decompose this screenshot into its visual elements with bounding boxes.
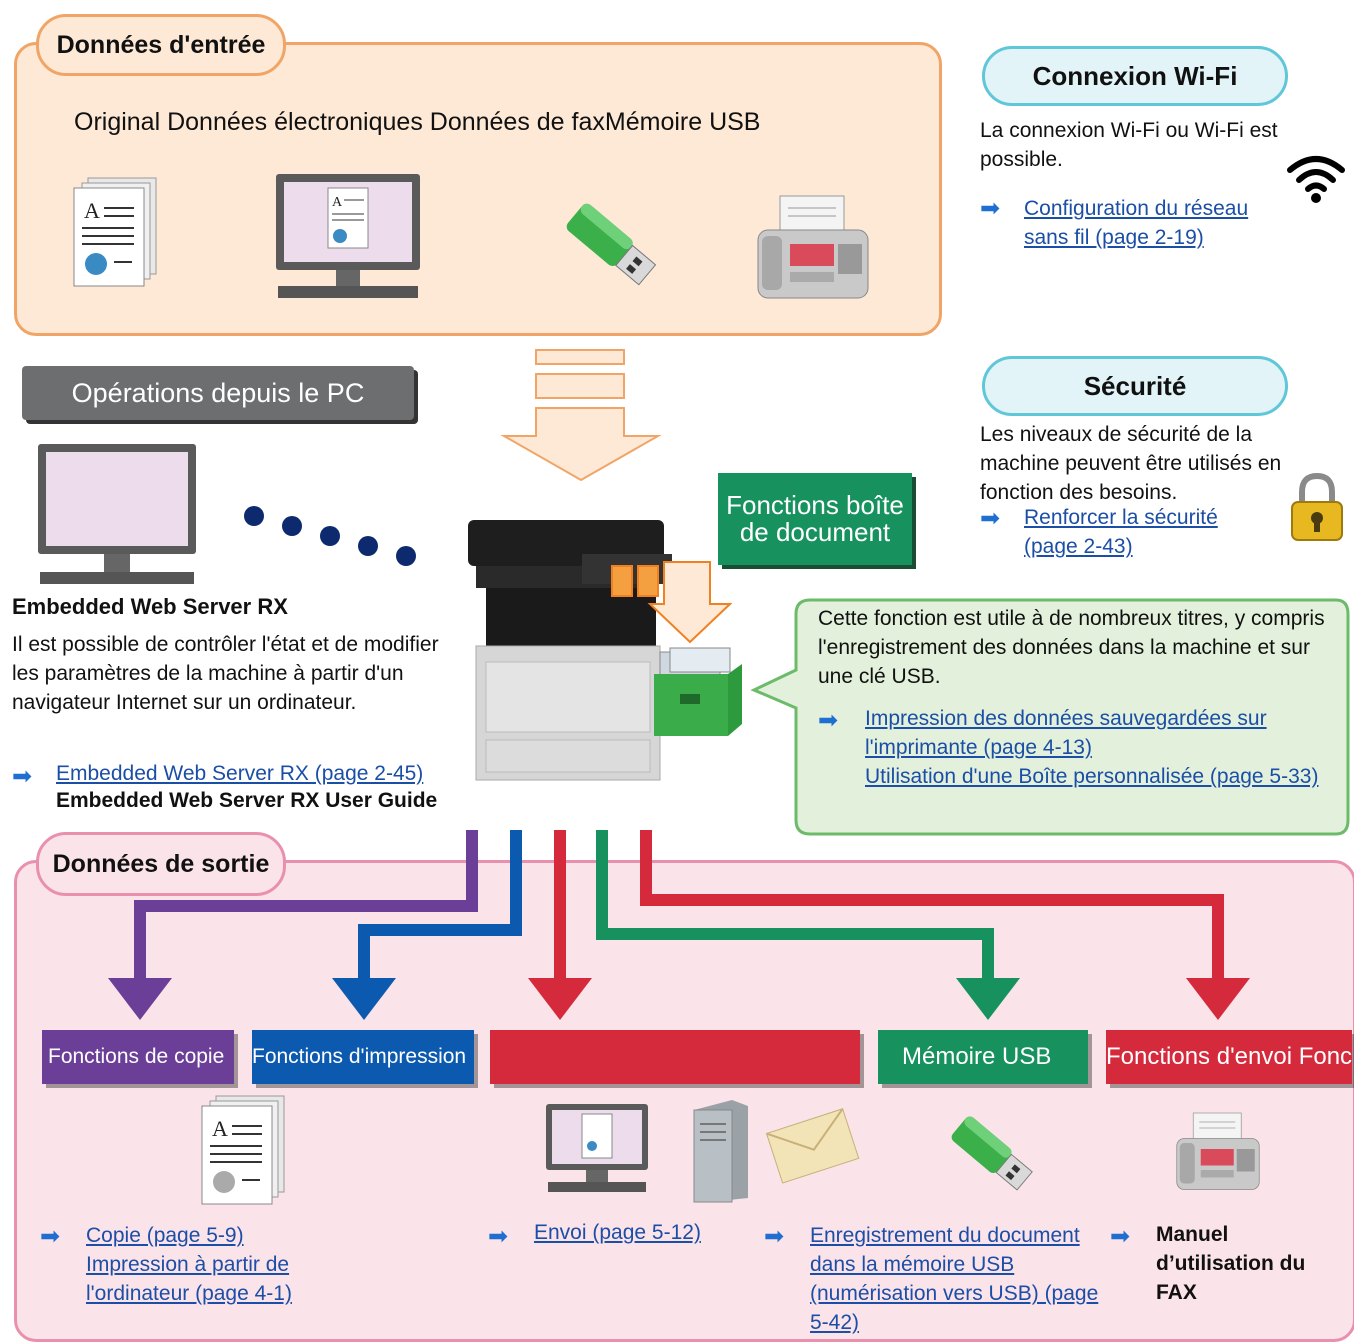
fax-machine-icon — [757, 195, 869, 299]
scan-to-usb-link[interactable]: Enregistrement du document dans la mémoi… — [810, 1224, 1099, 1334]
arrow-right-icon: ➡ — [1110, 1223, 1131, 1250]
mfp-printer-icon — [468, 520, 672, 781]
arrow-right-icon: ➡ — [764, 1223, 785, 1250]
output-fax-machine-icon — [1176, 1112, 1260, 1190]
box-description: Cette fonction est utile à de nombreux t… — [818, 607, 1325, 688]
box-links: Impression des données sauvegardées sur … — [865, 704, 1335, 791]
input-data-labels: Original Données électroniques Données d… — [74, 108, 761, 136]
saved-data-print-link[interactable]: Impression des données sauvegardées sur … — [865, 707, 1267, 759]
ews-user-guide: Embedded Web Server RX User Guide — [56, 789, 438, 812]
arrow-right-icon: ➡ — [488, 1223, 509, 1250]
arrow-right-icon: ➡ — [980, 195, 1001, 222]
envelope-icon — [765, 1108, 860, 1184]
security-title: Sécurité — [982, 356, 1288, 416]
print-from-pc-link[interactable]: Impression à partir de l'ordinateur (pag… — [86, 1253, 292, 1305]
copy-print-links: Copie (page 5-9) Impression à partir de … — [86, 1221, 356, 1308]
send-link[interactable]: Envoi (page 5-12) — [534, 1221, 701, 1244]
output-data-title: Données de sortie — [36, 832, 286, 896]
arrow-right-icon: ➡ — [980, 505, 1001, 532]
output-usb-stick-icon — [951, 1116, 1033, 1191]
pc-operations-banner: Opérations depuis le PC — [22, 366, 414, 420]
document-box-label: Fonctions boîte de document — [718, 473, 912, 565]
print-functions-bar: Fonctions d'impression — [252, 1030, 474, 1084]
wifi-title: Connexion Wi-Fi — [982, 46, 1288, 106]
ews-link[interactable]: Embedded Web Server RX (page 2-45) — [56, 762, 424, 785]
fax-manual-label: Manuel d’utilisation du FAX — [1156, 1223, 1306, 1304]
padlock-icon — [1291, 472, 1343, 541]
svg-text:A: A — [332, 195, 343, 210]
input-flow-arrow — [500, 349, 662, 482]
ews-description: Il est possible de contrôler l'état et d… — [12, 633, 439, 714]
security-description: Les niveaux de sécurité de la machine pe… — [980, 423, 1282, 504]
monitor-icon: A — [276, 174, 420, 298]
copy-document-icon: A — [201, 1095, 285, 1205]
input-data-title: Données d'entrée — [36, 14, 286, 76]
ews-title: Embedded Web Server RX — [12, 594, 288, 619]
svg-text:A: A — [212, 1116, 228, 1141]
send-monitor-icon — [546, 1104, 648, 1192]
wifi-config-link[interactable]: Configuration du réseau sans fil (page 2… — [1024, 197, 1249, 249]
file-box-icon — [654, 647, 742, 736]
copy-link[interactable]: Copie (page 5-9) — [86, 1224, 244, 1247]
output-flow-arrows — [108, 830, 1250, 1020]
custom-box-link[interactable]: Utilisation d'une Boîte personnalisée (p… — [865, 765, 1319, 788]
server-icon — [693, 1100, 748, 1203]
pc-monitor-icon — [38, 444, 196, 584]
arrow-right-icon: ➡ — [40, 1223, 61, 1250]
svg-text:A: A — [84, 198, 100, 223]
arrow-right-icon: ➡ — [818, 707, 839, 734]
send-functions-bar — [490, 1030, 860, 1084]
document-icon: A — [73, 177, 157, 287]
usb-memory-bar: Mémoire USB — [878, 1030, 1088, 1084]
fax-functions-bar: Fonctions d'envoi Fonctions — [1106, 1030, 1352, 1084]
security-link[interactable]: Renforcer la sécurité (page 2-43) — [1024, 506, 1218, 558]
usb-stick-icon — [566, 203, 657, 286]
arrow-right-icon: ➡ — [12, 763, 33, 790]
wifi-icon — [1287, 156, 1345, 203]
connection-dots — [244, 506, 416, 566]
wifi-description: La connexion Wi-Fi ou Wi-Fi est possible… — [980, 119, 1278, 171]
copy-functions-bar: Fonctions de copie — [42, 1030, 234, 1084]
box-flow-arrow — [611, 561, 733, 644]
box-callout — [750, 598, 1350, 836]
